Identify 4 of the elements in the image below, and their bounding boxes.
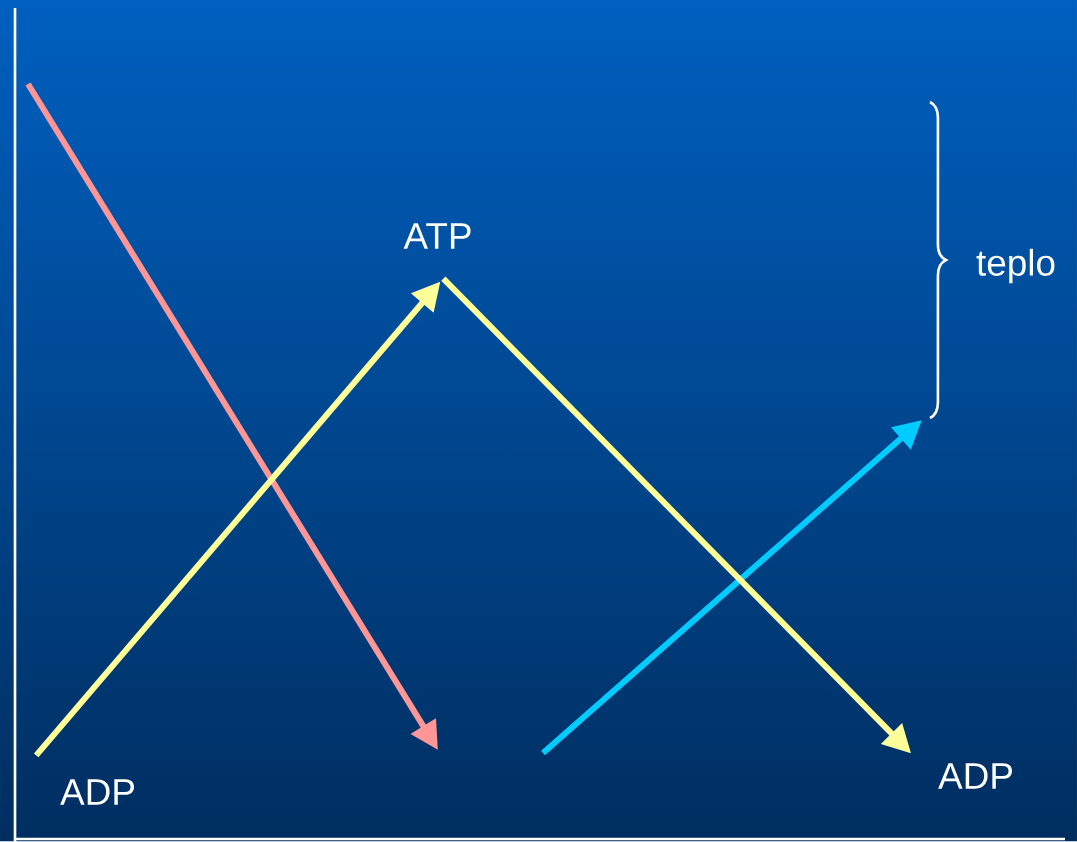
brace-label: teplo (976, 248, 1055, 284)
node-label: ADP (938, 763, 1012, 789)
node-label: ADP (60, 779, 134, 805)
node-label: ATP (403, 223, 471, 249)
